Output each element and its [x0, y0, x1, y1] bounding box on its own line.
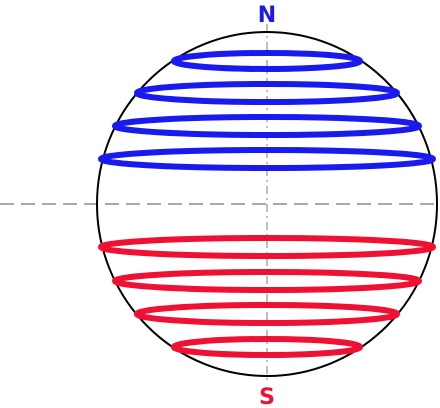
north-ring-2 [137, 84, 397, 102]
north-rings [101, 53, 433, 168]
north-ring-4 [101, 150, 433, 168]
south-ring-4 [174, 339, 360, 355]
north-pole-label: N [258, 3, 276, 28]
south-pole-label: S [259, 385, 275, 408]
